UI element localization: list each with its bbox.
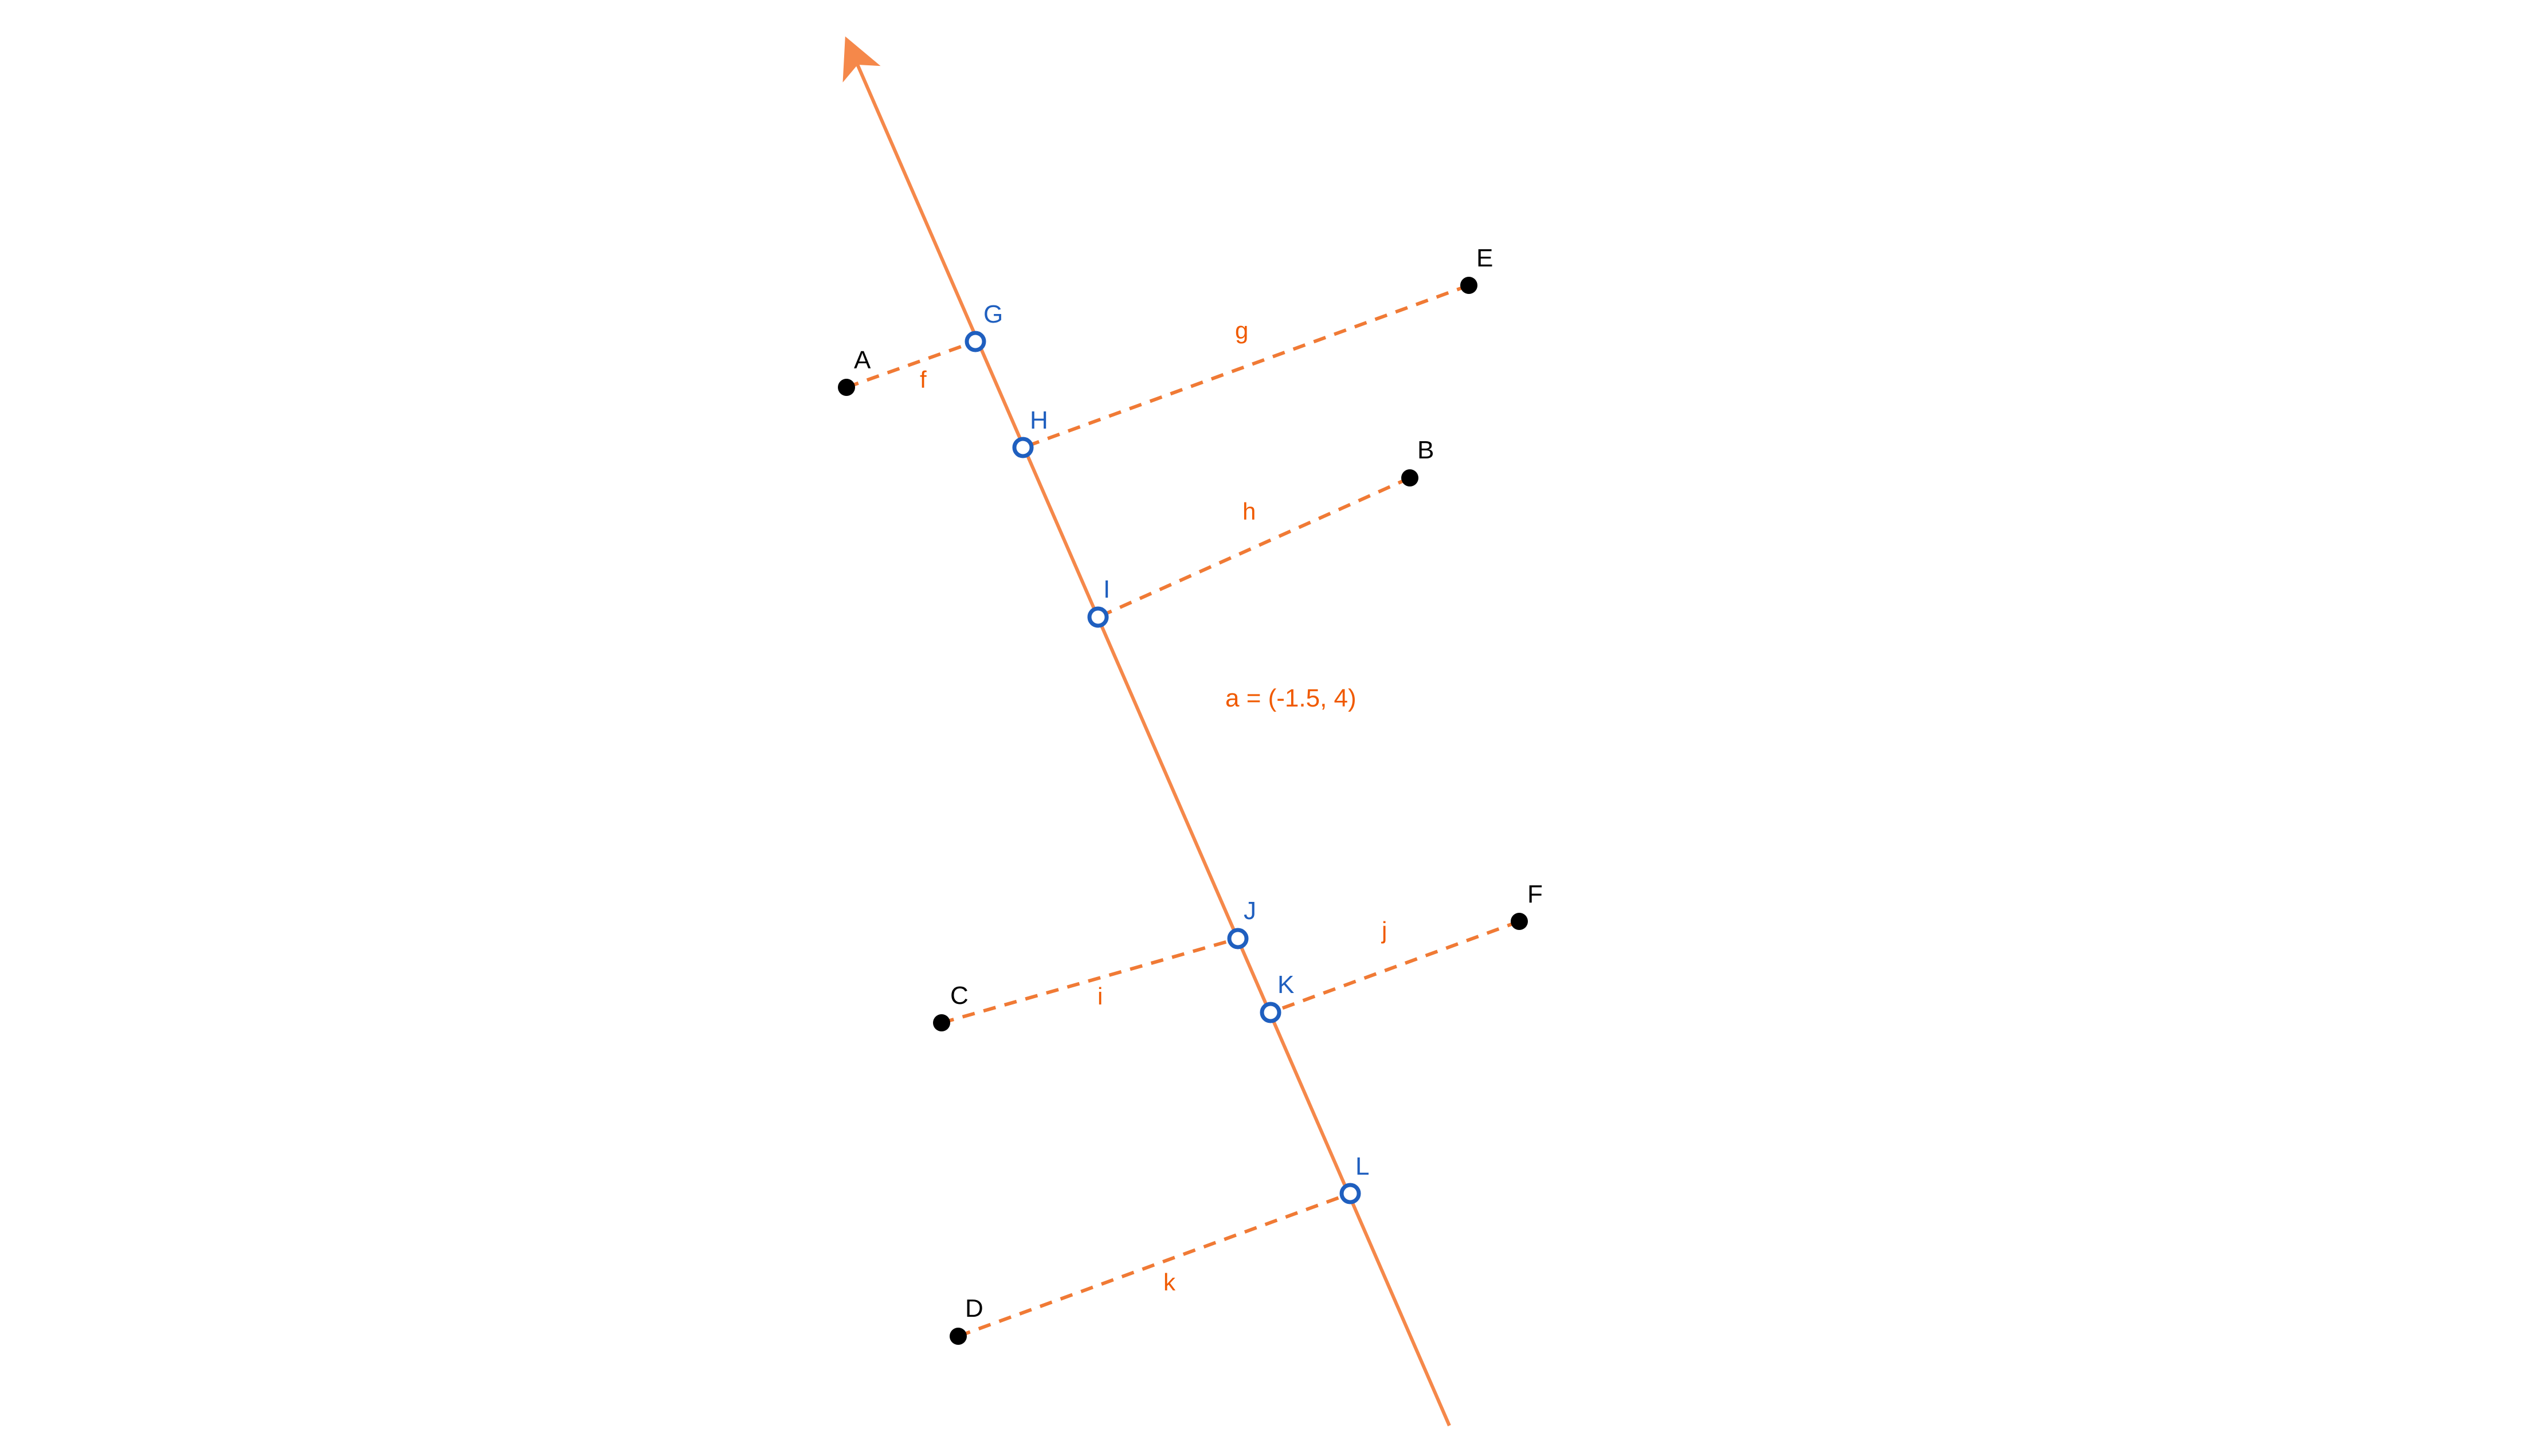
segment-label-i: i: [1097, 983, 1103, 1010]
label-K: K: [1277, 971, 1294, 999]
segment-label-f: f: [920, 366, 927, 393]
label-A: A: [854, 346, 871, 374]
point-A[interactable]: [838, 379, 855, 396]
point-G[interactable]: [965, 331, 986, 352]
label-J: J: [1244, 897, 1256, 925]
segment-label-j: j: [1381, 917, 1387, 944]
direction-line[interactable]: [842, 36, 1451, 1427]
point-J[interactable]: [1227, 928, 1249, 949]
point-L[interactable]: [1339, 1183, 1361, 1204]
point-D[interactable]: [950, 1328, 967, 1345]
label-B: B: [1417, 436, 1434, 464]
segment-i[interactable]: [941, 937, 1238, 1025]
point-E[interactable]: [1460, 277, 1477, 294]
point-F[interactable]: [1511, 913, 1528, 930]
segment-label-g: g: [1235, 317, 1248, 344]
segment-h[interactable]: [1097, 476, 1411, 619]
point-H[interactable]: [1012, 437, 1034, 458]
segment-f[interactable]: [845, 340, 977, 389]
point-I[interactable]: [1087, 606, 1109, 628]
label-E: E: [1476, 244, 1493, 272]
label-H: H: [1030, 406, 1048, 434]
point-C[interactable]: [933, 1014, 950, 1031]
label-I: I: [1103, 575, 1110, 603]
label-G: G: [983, 300, 1003, 328]
label-D: D: [965, 1294, 983, 1322]
label-L: L: [1355, 1152, 1369, 1180]
segment-j[interactable]: [1269, 920, 1520, 1014]
point-K[interactable]: [1260, 1002, 1281, 1023]
segment-g[interactable]: [1022, 284, 1470, 449]
label-C: C: [950, 982, 969, 1010]
segment-k[interactable]: [957, 1192, 1351, 1338]
segment-label-k: k: [1163, 1269, 1176, 1296]
segment-label-h: h: [1242, 498, 1256, 525]
vector-label: a = (-1.5, 4): [1225, 684, 1357, 712]
point-B[interactable]: [1401, 469, 1418, 486]
label-F: F: [1527, 880, 1543, 908]
